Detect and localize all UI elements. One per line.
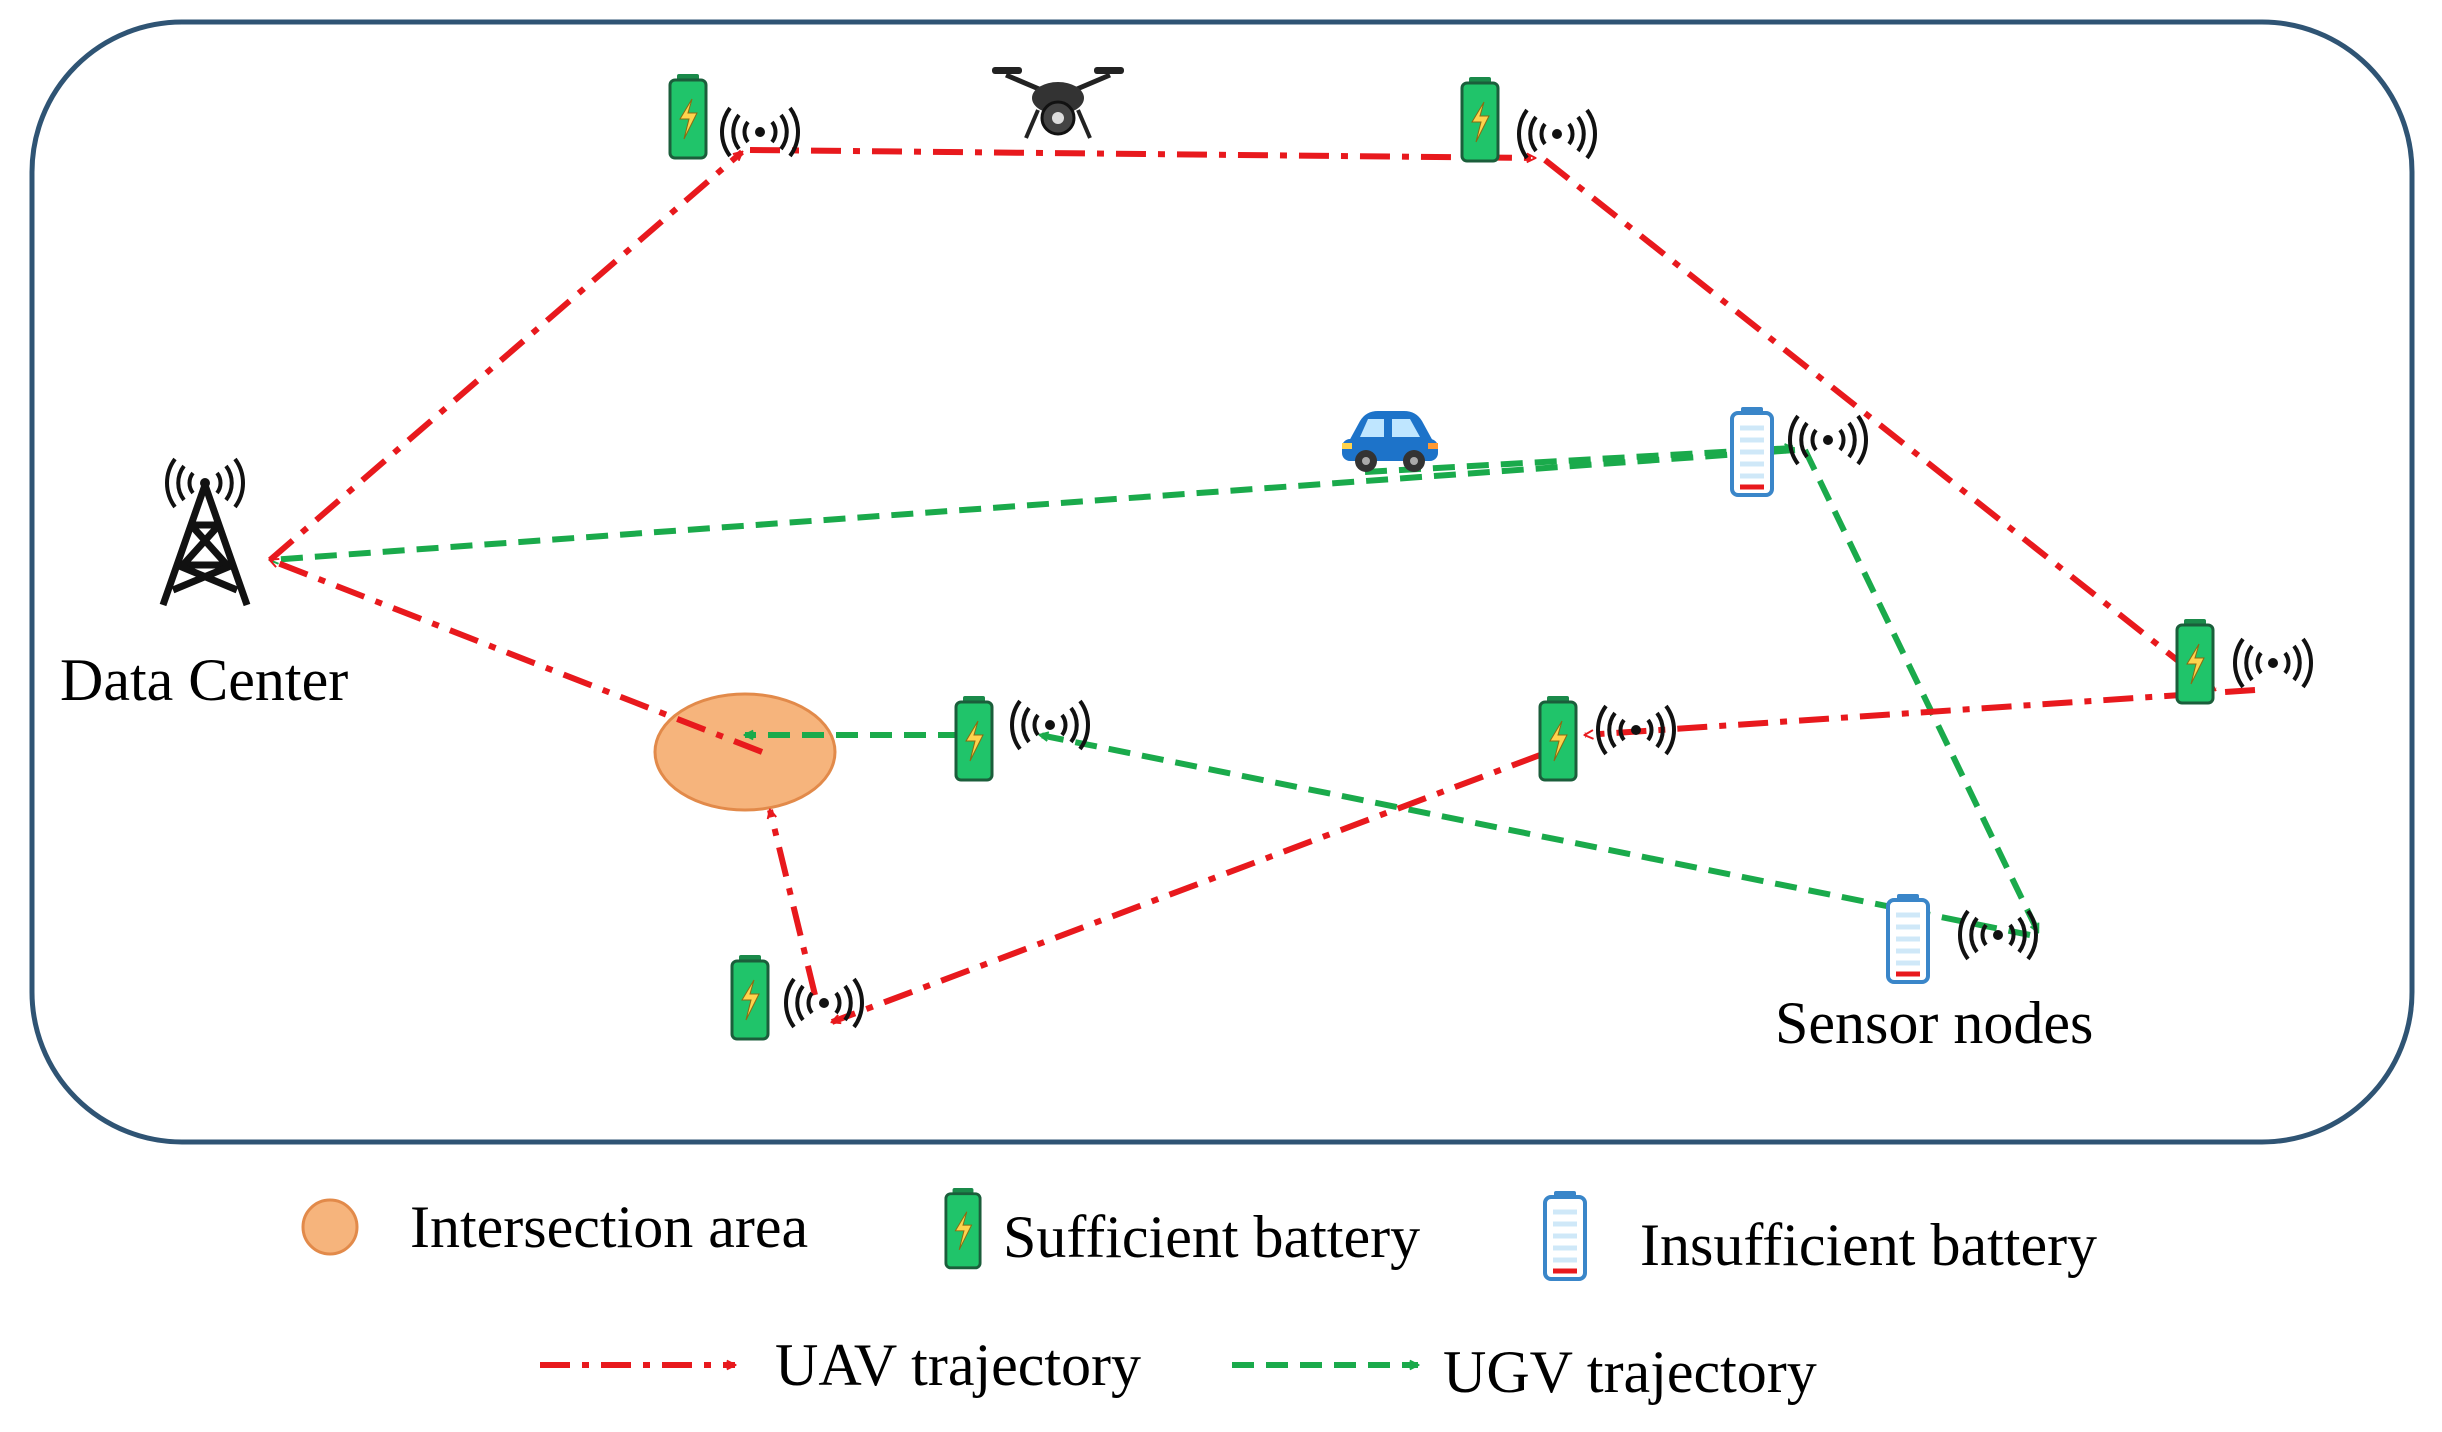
wireless-signal-icon xyxy=(784,977,864,1029)
battery-insufficient-icon xyxy=(1888,894,1928,982)
sensor-node xyxy=(1460,75,1597,163)
wireless-signal-icon xyxy=(1788,414,1868,466)
legend-intersection-swatch xyxy=(301,1198,359,1256)
wireless-signal-icon xyxy=(2233,637,2313,689)
sensor-node xyxy=(954,694,1090,782)
sensor-nodes-label: Sensor nodes xyxy=(1775,990,2093,1056)
battery-sufficient-icon xyxy=(668,72,708,160)
wireless-signal-icon xyxy=(1596,704,1676,756)
ugv-segment-car-to-sensor xyxy=(1364,448,1793,475)
battery-sufficient-icon xyxy=(2175,617,2215,705)
ugv-trajectory xyxy=(270,447,2041,938)
sensor-node xyxy=(1732,407,1868,495)
sensor-node xyxy=(730,953,864,1041)
uav-segment-second-to-right-node xyxy=(1543,157,2215,693)
battery-sufficient-icon xyxy=(954,694,994,782)
legend: Intersection area Sufficient battery Ins… xyxy=(301,1186,2097,1405)
uav-segment-center-to-first-node xyxy=(268,149,742,563)
battery-sufficient-icon xyxy=(1460,75,1500,163)
legend-sufficient-battery-label: Sufficient battery xyxy=(1003,1204,1420,1270)
uav-segment-intersection-to-center xyxy=(270,557,764,755)
uav-segment-first-to-second-node xyxy=(749,147,1535,158)
battery-sufficient-icon xyxy=(1538,694,1578,782)
sensor-node xyxy=(1538,694,1676,782)
legend-ugv-label: UGV trajectory xyxy=(1443,1339,1817,1405)
battery-insufficient-icon xyxy=(1732,407,1772,495)
legend-intersection-label: Intersection area xyxy=(410,1194,808,1260)
intersection-area xyxy=(653,692,837,812)
uav-segment-right-to-middle-node xyxy=(1585,687,2256,735)
sensor-node xyxy=(668,72,800,160)
legend-insufficient-battery-label: Insufficient battery xyxy=(1640,1212,2097,1278)
data-center-tower-icon xyxy=(159,457,251,607)
ugv-segment-sensor-to-data-center xyxy=(270,447,1796,560)
network-area-boundary xyxy=(29,19,2415,1145)
battery-sufficient-icon xyxy=(730,953,770,1041)
legend-insufficient-battery-icon xyxy=(1545,1191,1585,1279)
uav-segment-lower-to-intersection xyxy=(770,810,818,996)
drone-icon xyxy=(992,67,1124,139)
legend-sufficient-battery-icon xyxy=(944,1186,982,1270)
wireless-signal-icon xyxy=(1517,108,1597,160)
legend-uav-label: UAV trajectory xyxy=(775,1332,1141,1398)
car-icon xyxy=(1342,411,1438,472)
uav-segment-middle-to-lower-node xyxy=(832,752,1542,1025)
ugv-segment-lower-sensor-to-node xyxy=(1040,735,2031,938)
data-center-label: Data Center xyxy=(60,647,348,713)
wireless-signal-icon xyxy=(1958,909,2038,961)
ugv-segment-to-lower-sensor xyxy=(1802,448,2041,932)
sensor-node xyxy=(1888,894,2038,982)
uav-trajectory xyxy=(268,147,2256,1025)
